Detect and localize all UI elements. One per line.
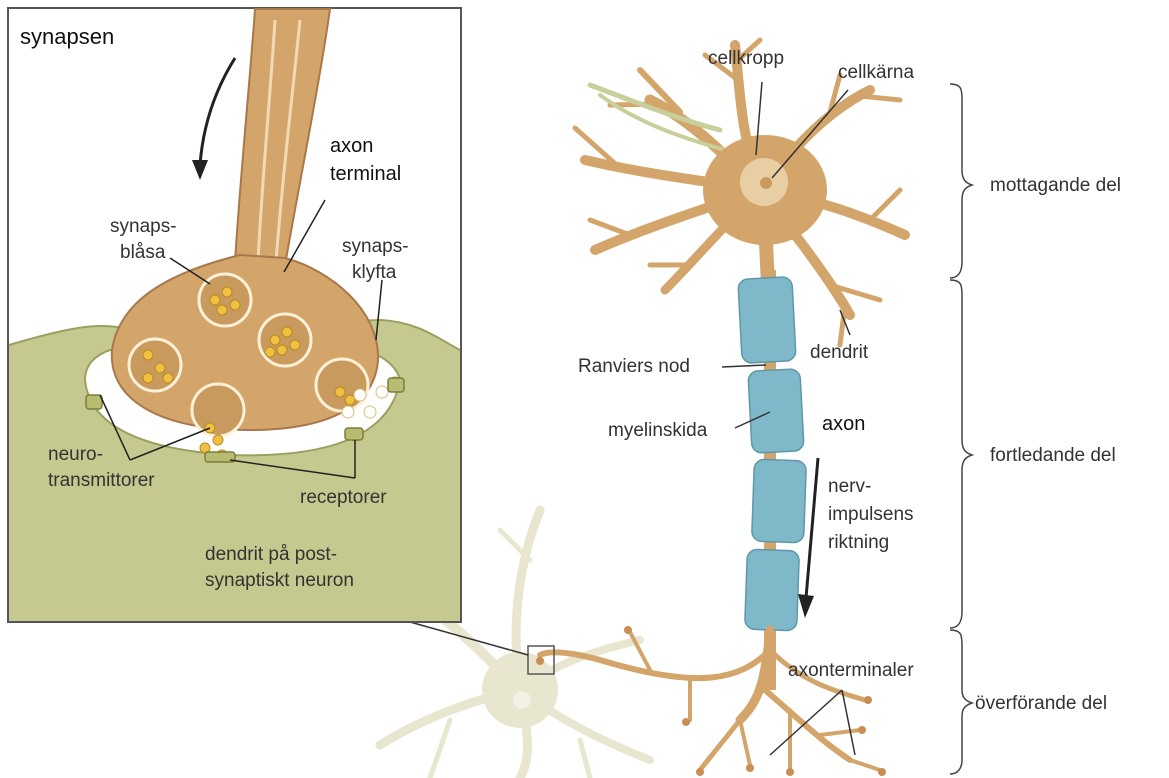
axon-terminal-label-2: terminal bbox=[330, 163, 401, 185]
postsynaptic-dendrite-label-2: synaptiskt neuron bbox=[205, 570, 354, 591]
cell-body-label: cellkropp bbox=[708, 48, 784, 69]
myelin-sheath-1 bbox=[738, 277, 796, 364]
impulse-direction-line bbox=[806, 458, 818, 598]
nucleus-label: cellkärna bbox=[838, 62, 914, 83]
receiving-part-label: mottagande del bbox=[990, 175, 1121, 196]
conducting-part-label: fortledande del bbox=[990, 445, 1116, 466]
myelin-sheath-label: myelinskida bbox=[608, 420, 708, 441]
impulse-direction-label-2: impulsens bbox=[828, 504, 914, 525]
axon-terminal-label-1: axon bbox=[330, 135, 373, 157]
synaps-klyfta-label-2: klyfta bbox=[352, 262, 397, 283]
postsynaptic-dendrite-label-1: dendrit på post- bbox=[205, 544, 337, 565]
myelin-sheath-3 bbox=[752, 459, 807, 543]
neurotransmitter-label-2: transmittorer bbox=[48, 470, 155, 491]
synaps-blasa-label-2: blåsa bbox=[120, 242, 166, 263]
impulse-direction-arrowhead bbox=[798, 594, 814, 618]
myelin-sheath-4 bbox=[745, 549, 800, 631]
zoom-connector bbox=[410, 622, 528, 655]
nucleolus bbox=[760, 177, 772, 189]
axon-terminals-label: axonterminaler bbox=[788, 660, 914, 681]
synapse-inset: synapsen axon terminal synaps- blåsa syn… bbox=[8, 8, 461, 622]
myelin-sheath-2 bbox=[748, 369, 804, 454]
dendrite-label: dendrit bbox=[810, 342, 869, 363]
synaps-klyfta-label-1: synaps- bbox=[342, 236, 409, 257]
impulse-direction-label-3: riktning bbox=[828, 532, 889, 553]
ranvier-node-label: Ranviers nod bbox=[578, 356, 690, 377]
axon-label: axon bbox=[822, 413, 865, 435]
receptor-label: receptorer bbox=[300, 487, 387, 508]
transmitting-part-label: överförande del bbox=[975, 693, 1107, 714]
neurotransmitter-label-1: neuro- bbox=[48, 444, 103, 465]
synaps-blasa-label-1: synaps- bbox=[110, 216, 177, 237]
synapse-title: synapsen bbox=[20, 24, 114, 49]
impulse-direction-label-1: nerv- bbox=[828, 476, 871, 497]
brace-group bbox=[950, 84, 972, 774]
